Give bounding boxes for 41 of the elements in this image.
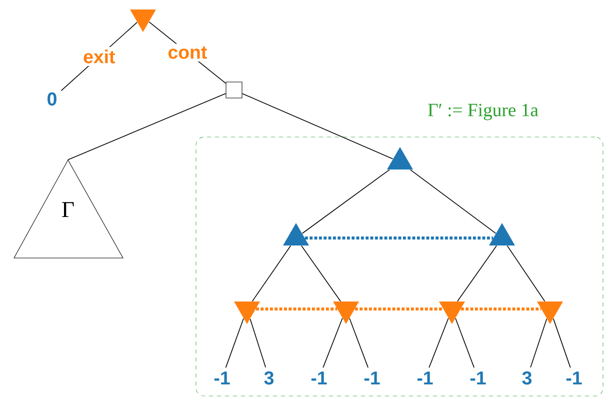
payoff-label: -1 — [311, 372, 327, 384]
payoff-label: -1 — [470, 372, 486, 384]
tri-up-marker — [283, 223, 309, 246]
edge-label: cont — [165, 44, 210, 62]
tree-edge — [68, 93, 226, 160]
tree-edge — [410, 169, 496, 234]
tree-edge — [250, 318, 266, 368]
tree-edge — [530, 318, 548, 368]
tree-edge — [455, 318, 474, 368]
payoff-label: -1 — [214, 372, 230, 384]
tree-edge — [225, 318, 244, 368]
information-set-line — [304, 236, 494, 240]
tree-edge — [302, 169, 390, 234]
tree-edge — [428, 318, 449, 368]
tri-up-marker — [489, 223, 515, 246]
tri-down-marker — [439, 302, 465, 324]
tree-edge — [349, 318, 368, 368]
node-label: Γ′ := Figure 1a — [428, 104, 538, 120]
information-set-line — [256, 308, 338, 310]
payoff-label: -1 — [566, 372, 582, 384]
tree-edge — [506, 245, 546, 302]
payoff-label: -1 — [417, 372, 433, 384]
tree-edge — [301, 245, 341, 302]
tri-down-marker — [333, 302, 359, 324]
edge-label: exit — [80, 47, 118, 66]
payoff-label: 3 — [522, 371, 532, 385]
tri-down-marker — [130, 10, 156, 32]
tri-up-marker — [387, 147, 413, 170]
tree-edge — [322, 318, 343, 368]
tri-down-marker — [537, 302, 563, 324]
tree-edge — [242, 93, 394, 160]
tri-down-marker — [234, 302, 260, 324]
tree-edge — [252, 245, 292, 302]
information-set-line — [460, 308, 542, 310]
payoff-label: -1 — [364, 372, 380, 384]
tree-edge — [457, 245, 497, 302]
payoff-label: 0 — [48, 92, 56, 106]
tree-edge — [552, 318, 571, 368]
square-node — [226, 82, 242, 98]
payoff-label: 3 — [264, 371, 274, 385]
information-set-line — [354, 308, 444, 310]
